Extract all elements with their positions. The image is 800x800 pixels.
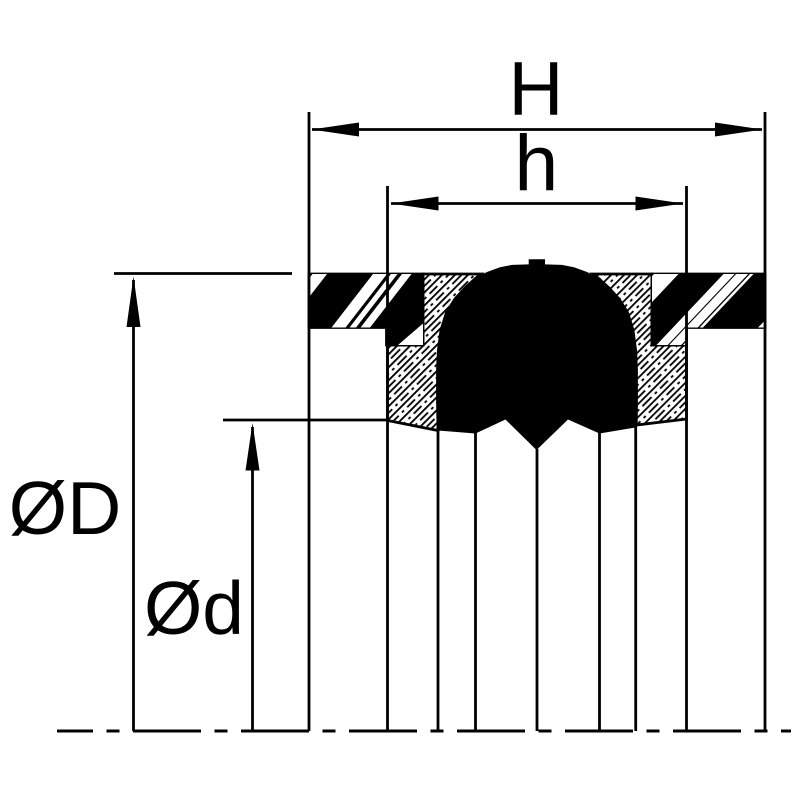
svg-text:ØD: ØD [9,466,122,550]
svg-text:h: h [514,118,558,207]
svg-text:Ød: Ød [144,566,244,650]
svg-text:H: H [509,47,564,132]
